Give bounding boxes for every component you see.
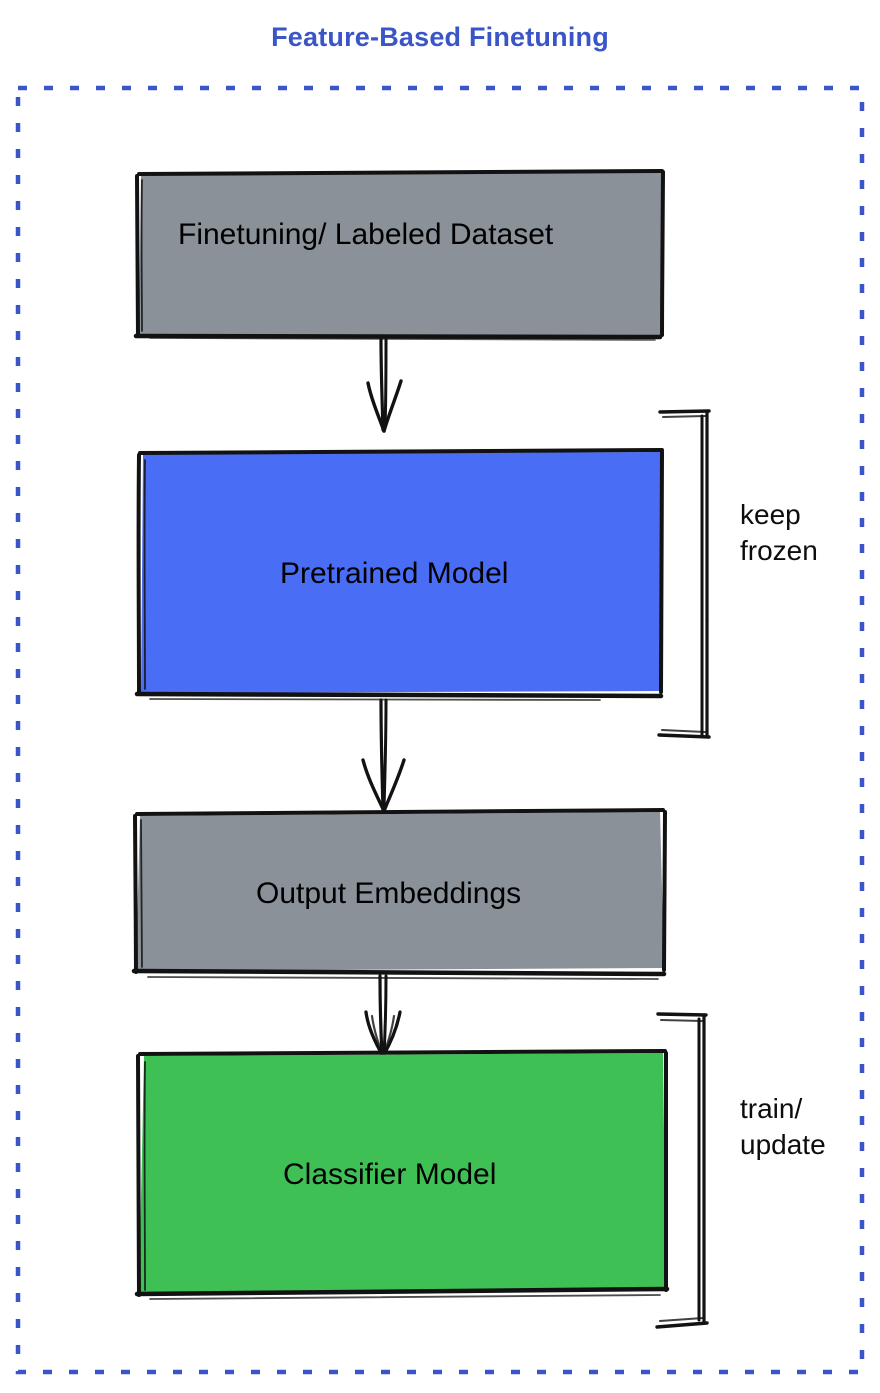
- arrow1-head-right: [382, 379, 403, 433]
- annotation-train-update: train/ update: [740, 1093, 826, 1160]
- node-dataset-sketch-bottom: [149, 337, 656, 341]
- page-title: Feature-Based Finetuning: [271, 22, 609, 52]
- node-classifier-edge-bottom: [134, 1286, 670, 1297]
- node-dataset[interactable]: [133, 169, 665, 341]
- node-dataset-edge-left: [135, 174, 140, 338]
- arrow2-head-left: [361, 758, 386, 813]
- node-pretrained-sketch-bottom: [149, 698, 601, 701]
- node-classifier-edge-left: [136, 1054, 141, 1297]
- node-embeddings-edge-left: [133, 814, 138, 974]
- arrow-embeddings-to-classifier: [364, 974, 402, 1058]
- node-pretrained-edge-top: [138, 448, 664, 455]
- node-pretrained-edge-bottom: [134, 691, 664, 699]
- node-pretrained[interactable]: [134, 448, 664, 701]
- node-pretrained-edge-right: [659, 450, 664, 694]
- arrow3-shaft-b: [382, 974, 388, 1057]
- node-embeddings-sketch-left: [140, 819, 143, 968]
- node-embeddings-edge-bottom: [131, 968, 667, 977]
- node-embeddings-fill: [136, 812, 664, 971]
- bracket-keep-frozen-arm-bottom2: [661, 729, 706, 733]
- node-embeddings[interactable]: [131, 808, 667, 980]
- bracket-train-update-arm-top2: [660, 1019, 704, 1022]
- node-label-dataset: Finetuning/ Labeled Dataset: [178, 218, 554, 251]
- bracket-train-update-arm-bottom2: [659, 1317, 704, 1322]
- arrow3-shaft-a: [378, 974, 384, 1057]
- node-classifier-edge-top: [138, 1049, 667, 1056]
- node-classifier[interactable]: [134, 1049, 670, 1300]
- node-label-classifier: Classifier Model: [283, 1158, 497, 1191]
- node-embeddings-edge-top: [135, 808, 665, 816]
- node-embeddings-edge-right: [662, 810, 667, 972]
- bracket-train-update-arm-bottom: [655, 1321, 709, 1329]
- bracket-keep-frozen: [657, 409, 711, 739]
- bracket-train-update: [655, 1012, 709, 1329]
- arrow2-head-right: [382, 758, 406, 813]
- node-pretrained-fill: [141, 452, 662, 693]
- arrow2-shaft-a: [379, 698, 385, 812]
- node-label-pretrained: Pretrained Model: [280, 557, 509, 590]
- arrow-dataset-to-pretrained: [366, 338, 403, 433]
- node-dataset-edge-right: [660, 170, 665, 337]
- node-dataset-edge-bottom: [133, 333, 663, 340]
- node-classifier-sketch-bottom: [149, 1294, 661, 1300]
- bracket-keep-frozen-arm-top: [658, 409, 711, 414]
- dashed-container-border: [15, 85, 865, 1375]
- bracket-keep-frozen-arm-bottom: [657, 733, 711, 739]
- node-dataset-fill: [139, 172, 663, 336]
- node-classifier-fill: [139, 1053, 666, 1294]
- arrow1-shaft-b: [383, 338, 388, 430]
- arrow2-shaft-b: [382, 698, 388, 810]
- bracket-train-update-arm-top: [656, 1012, 708, 1017]
- bracket-keep-frozen-arm-top2: [662, 415, 707, 418]
- node-dataset-edge-top: [137, 169, 664, 176]
- node-label-embeddings: Output Embeddings: [256, 877, 522, 910]
- dashed-container: [15, 85, 865, 1375]
- node-embeddings-sketch-bottom: [147, 976, 659, 980]
- arrow1-shaft-a: [379, 338, 385, 432]
- annotation-keep-frozen: keep frozen: [740, 499, 818, 566]
- arrow1-head-left: [366, 381, 386, 433]
- arrow-pretrained-to-embeddings: [361, 698, 406, 813]
